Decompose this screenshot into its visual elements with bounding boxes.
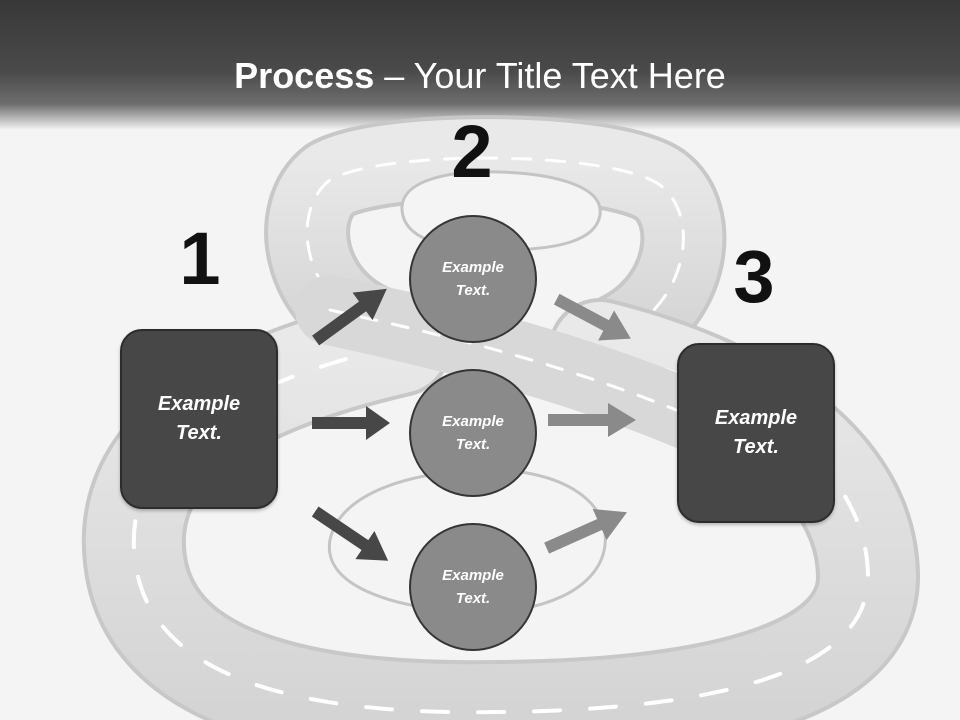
road-top-loop-lane	[305, 156, 685, 337]
title-bar	[0, 0, 960, 130]
arrow-1-to-top	[312, 288, 387, 346]
step-1-number: 1	[179, 217, 221, 300]
step-3-box: Example Text.	[677, 343, 835, 523]
title-bold: Process	[234, 55, 375, 96]
step-2-number: 2	[451, 110, 493, 193]
arrow-1-to-bottom	[311, 506, 389, 561]
arrow-top-to-3	[553, 293, 631, 341]
step-3-text: Example Text.	[714, 407, 798, 458]
circle-bottom-text: Example Text.	[442, 567, 504, 607]
title-rest: – Your Title Text Here	[374, 55, 726, 96]
road-crossing-lane	[328, 308, 702, 422]
circle-middle: Example Text.	[409, 369, 537, 497]
arrow-1-to-middle	[312, 406, 390, 440]
circle-bottom: Example Text.	[409, 523, 537, 651]
circle-middle-text: Example Text.	[442, 413, 504, 453]
road-bottom-loop-lane	[131, 343, 871, 715]
step-1-text: Example Text.	[157, 393, 241, 444]
step-3-number: 3	[733, 235, 775, 318]
circle-top: Example Text.	[409, 215, 537, 343]
arrow-middle-to-3	[548, 403, 636, 437]
page-title: Process – Your Title Text Here	[0, 54, 960, 98]
step-1-box: Example Text.	[120, 329, 278, 509]
circle-top-text: Example Text.	[442, 259, 504, 299]
arrow-bottom-to-3	[544, 508, 628, 554]
